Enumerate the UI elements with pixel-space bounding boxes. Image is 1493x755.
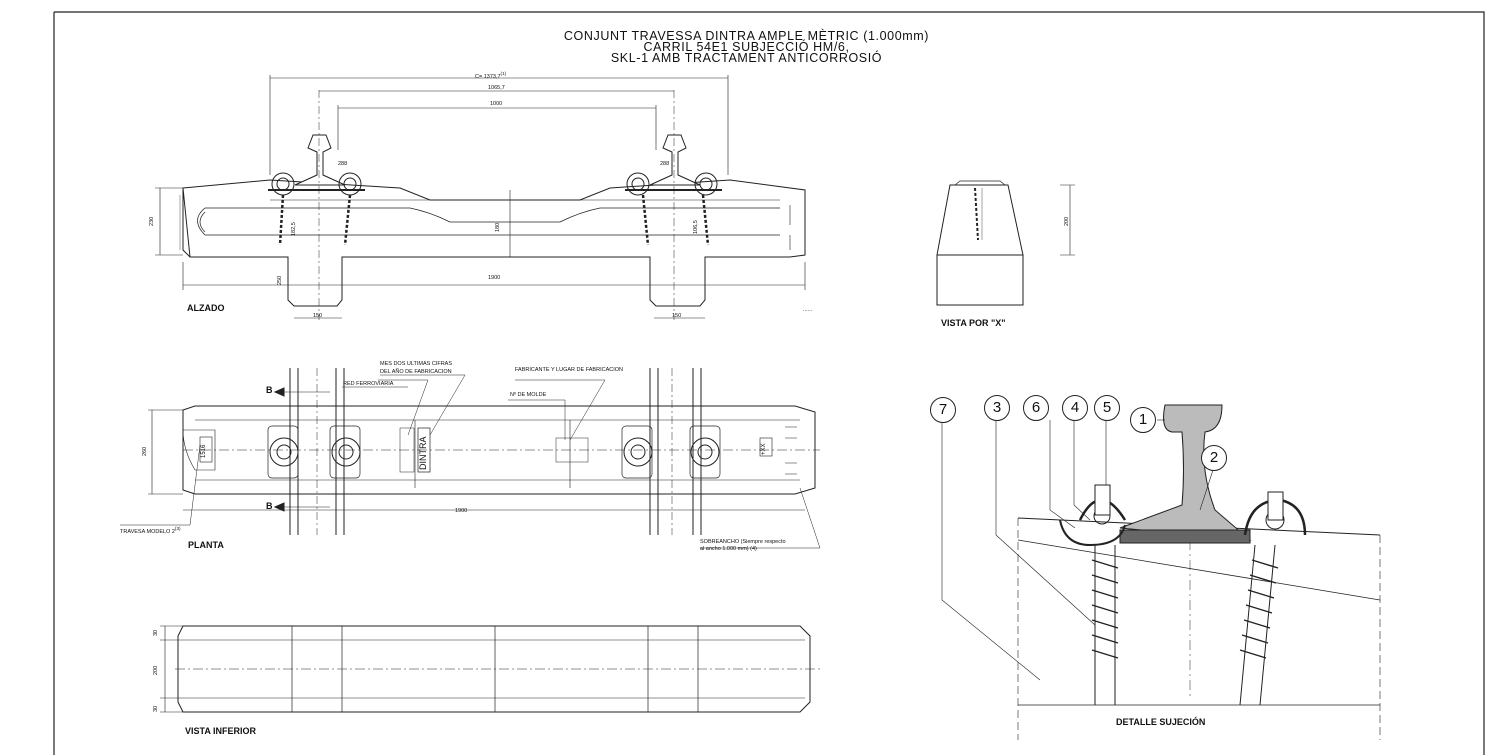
balloon-5: 5 [1094,395,1120,421]
balloon-7: 7 [930,397,956,423]
label-vista-x: VISTA POR "X" [941,318,1006,328]
note-molde: Nº DE MOLDE [510,392,547,398]
dim-200-inferior: 200 [153,665,159,675]
frame-border [54,11,1485,755]
title-line-1: CONJUNT TRAVESSA DINTRA AMPLE MÈTRIC (1.… [563,29,930,43]
dots: ...... [803,307,813,313]
dim-1000: 1000 [490,101,503,107]
note-red: RED FERROVIARIA [343,381,394,387]
dim-150-left: 150 [313,313,323,319]
dim-180: 180 [495,222,501,232]
dim-30-bottom: 30 [153,705,159,712]
dim-288-left: 288 [338,161,348,167]
dim-106: 106,5 [693,220,699,234]
label-planta: PLANTA [188,540,224,550]
dim-1065: 1065,7 [488,85,505,91]
vista-inferior-view [160,625,820,713]
note-travesa: TRAVESA MODELO 2(3) [120,526,181,535]
code-mark: 1516 [201,444,207,458]
dim-250: 250 [277,275,283,285]
xx-mark: +XX [761,443,767,455]
dim-1900: 1900 [488,275,501,281]
detalle-view [941,404,1381,740]
balloon-1: 1 [1130,407,1156,433]
dim-288-right: 288 [660,161,670,167]
section-b-top: B [266,385,273,395]
label-alzado: ALZADO [187,303,225,313]
dim-200-x: 200 [1064,216,1070,226]
alzado-view [155,75,806,320]
note-mes-2: DEL AÑO DE FABRICACION [380,369,452,375]
balloon-6: 6 [1023,395,1049,421]
note-sobreancho: SOBREANCHO (Siempre respecto [700,539,786,545]
title-line-2: CARRIL 54E1 SUBJECCIÓ HM/6, [643,40,850,54]
dim-182: 182,5 [291,222,297,236]
balloon-2: 2 [1201,445,1227,471]
title-line-3: SKL-1 AMB TRACTAMENT ANTICORROSIÓ [610,51,883,65]
dim-260: 260 [142,446,148,456]
section-b-bottom: B [266,501,273,511]
dim-230: 230 [149,216,155,226]
note-mes: MES DOS ULTIMAS CIFRAS [380,361,453,367]
dintra-mark: DINTRA [418,436,428,471]
note-fabricante: FABRICANTE Y LUGAR DE FABRICACION [515,367,623,373]
vista-x-view [936,180,1075,306]
dim-c: C= 1373,7(1) [475,71,507,80]
balloon-4: 4 [1062,395,1088,421]
note-sobreancho-2: al ancho 1.000 mm) (4) [700,546,757,552]
dim-30-top: 30 [153,629,159,636]
label-detalle: DETALLE SUJECIÓN [1116,717,1206,727]
dim-150-right: 150 [672,313,682,319]
planta-view [120,368,821,549]
label-vista-inferior: VISTA INFERIOR [185,726,257,736]
dim-1900-planta: 1900 [455,508,468,514]
balloon-3: 3 [984,395,1010,421]
